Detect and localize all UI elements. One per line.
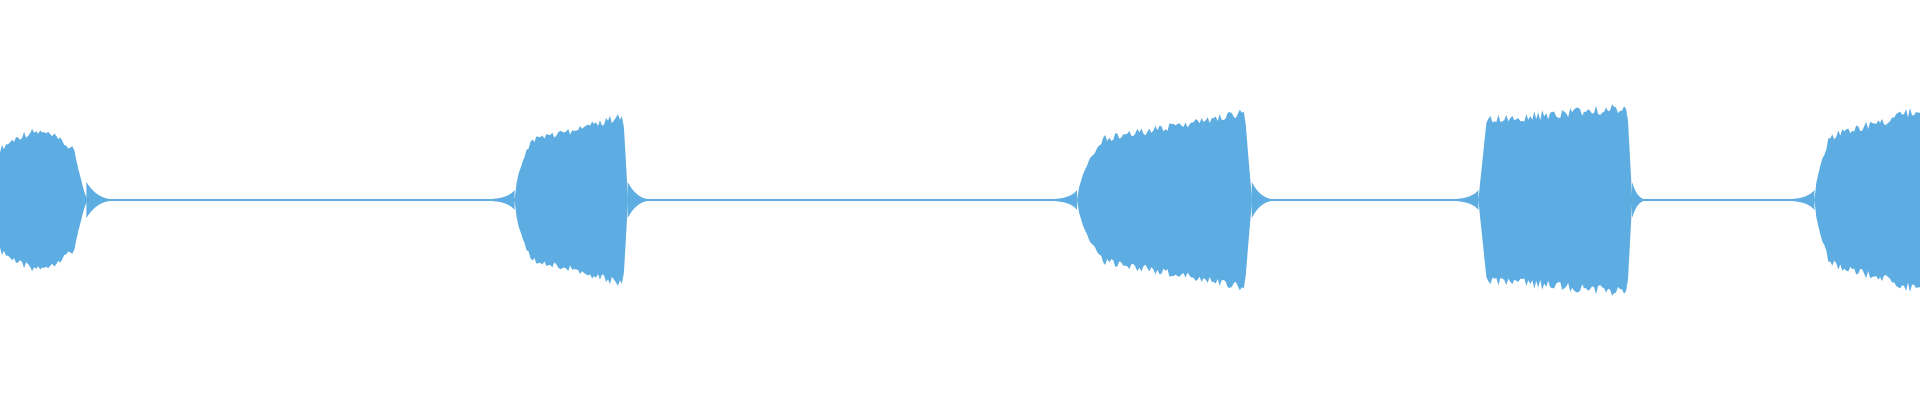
waveform-lead <box>1455 190 1479 210</box>
waveform-tail <box>1251 182 1271 218</box>
waveform-burst <box>1478 104 1632 296</box>
waveform-burst <box>514 114 628 286</box>
waveform-segments <box>0 104 1920 296</box>
waveform-burst <box>1077 109 1252 291</box>
waveform-lead <box>491 190 515 210</box>
waveform-burst <box>1814 107 1920 293</box>
waveform-lead <box>1054 190 1078 210</box>
waveform-tail <box>627 182 647 218</box>
waveform-lead <box>1791 190 1815 210</box>
waveform-burst <box>0 129 87 271</box>
waveform-tail <box>86 182 110 218</box>
waveform-tail <box>1632 182 1644 218</box>
